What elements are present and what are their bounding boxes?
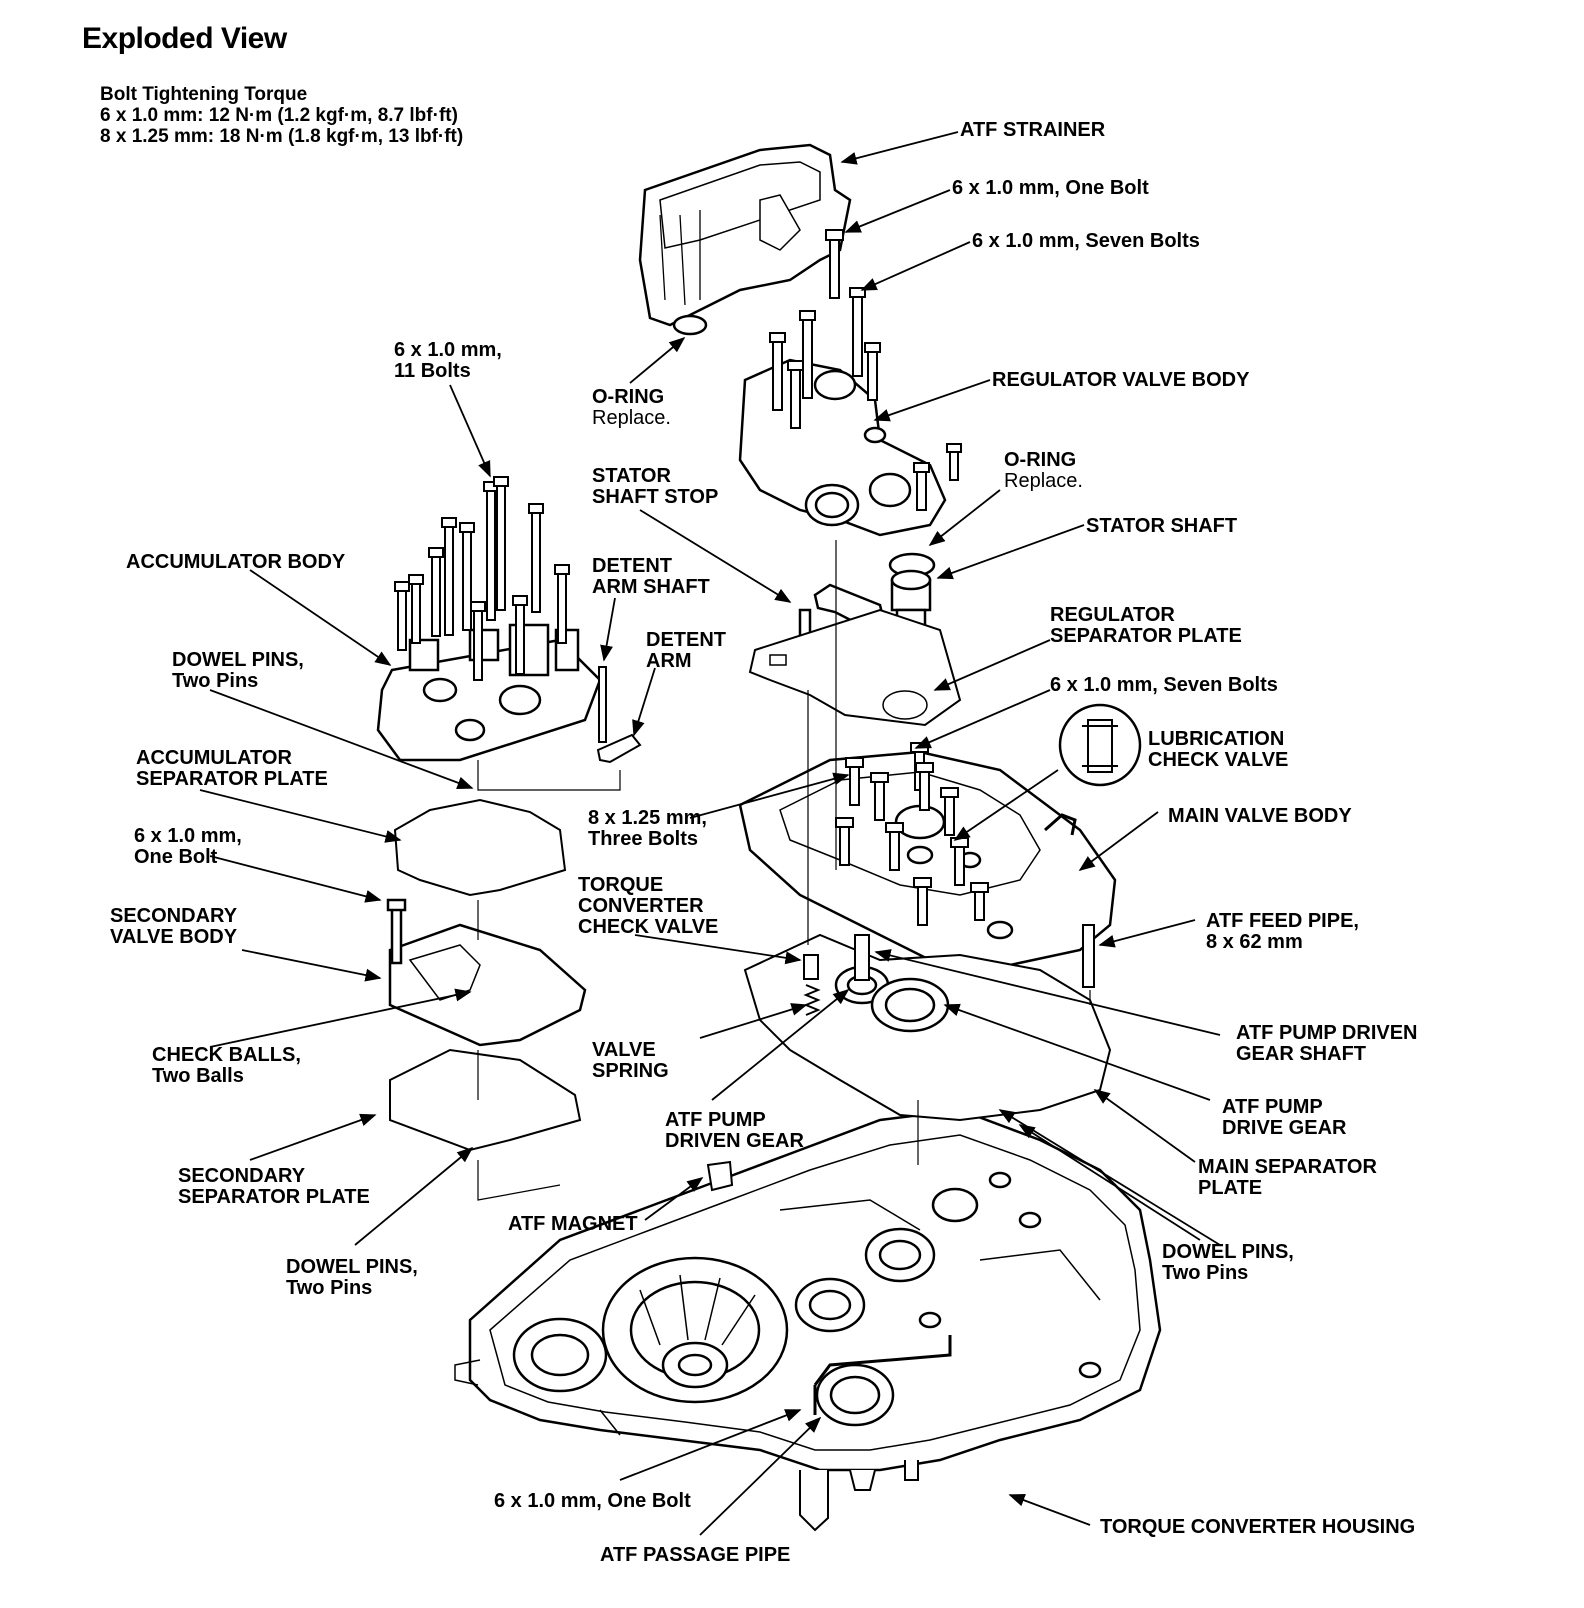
secondary-valve-body [386, 898, 587, 1047]
accumulator-separator-plate [393, 798, 567, 897]
label-dowel-pins-right: DOWEL PINS,Two Pins [1162, 1241, 1294, 1284]
lubrication-check-valve [1058, 703, 1142, 787]
secondary-separator-plate [389, 1048, 582, 1152]
main-valve-body-pipe [1044, 813, 1077, 836]
page-title: Exploded View [82, 22, 287, 55]
regulator-separator-plate [748, 608, 962, 727]
label-bolts-8x125: 8 x 1.25 mm,Three Bolts [588, 807, 707, 850]
label-bolt-secondary: 6 x 1.0 mm,One Bolt [134, 825, 242, 868]
torque-converter-check-valve [803, 954, 819, 980]
main-valve-body [738, 750, 1117, 967]
label-bolts-regulator: 6 x 1.0 mm, Seven Bolts [972, 230, 1200, 252]
label-dowel-pins-top: DOWEL PINS,Two Pins [172, 649, 304, 692]
torque-spec-line-2: 8 x 1.25 mm: 18 N·m (1.8 kgf·m, 13 lbf·f… [100, 126, 464, 147]
leader-lines [199, 131, 1221, 1536]
label-atf-magnet: ATF MAGNET [508, 1213, 638, 1235]
valve-spring [803, 984, 821, 1016]
detent-arm [596, 733, 642, 764]
label-stator-shaft: STATOR SHAFT [1086, 515, 1238, 537]
alignment-lines [477, 540, 1091, 1201]
atf-magnet [706, 1160, 734, 1192]
accumulator-body [376, 623, 602, 762]
label-check-balls: CHECK BALLS,Two Balls [152, 1044, 301, 1087]
regulator-bolts [769, 229, 962, 511]
label-accumulator-body: ACCUMULATOR BODY [126, 551, 346, 573]
atf-pump-drive-gear [870, 977, 950, 1033]
label-bolts-accumulator: 6 x 1.0 mm,11 Bolts [394, 339, 502, 382]
detent-arm-shaft [598, 666, 607, 743]
label-bolt-strainer: 6 x 1.0 mm, One Bolt [952, 177, 1149, 199]
torque-spec: Bolt Tightening Torque 6 x 1.0 mm: 12 N·… [100, 84, 463, 147]
regulator-valve-body [738, 358, 947, 537]
label-atf-feed-pipe: ATF FEED PIPE,8 x 62 mm [1206, 910, 1359, 953]
label-atf-passage-pipe: ATF PASSAGE PIPE [600, 1544, 791, 1566]
atf-feed-pipe [1082, 924, 1095, 988]
label-bolt-pipe: 6 x 1.0 mm, One Bolt [494, 1490, 691, 1512]
label-main-valve-body: MAIN VALVE BODY [1168, 805, 1352, 827]
label-bolts-main: 6 x 1.0 mm, Seven Bolts [1050, 674, 1278, 696]
atf-strainer [638, 143, 852, 336]
main-valve-bolts [835, 742, 989, 926]
label-dowel-pins-bottom: DOWEL PINS,Two Pins [286, 1256, 418, 1299]
accumulator-bolts [394, 476, 570, 681]
torque-spec-heading: Bolt Tightening Torque [100, 84, 308, 105]
atf-pump-driven-gear-shaft [854, 934, 870, 981]
label-torque-converter-housing: TORQUE CONVERTER HOUSING [1100, 1516, 1416, 1538]
torque-converter-housing [454, 1108, 1162, 1532]
label-atf-strainer: ATF STRAINER [960, 119, 1106, 141]
label-regulator-valve-body: REGULATOR VALVE BODY [992, 369, 1250, 391]
torque-spec-line-1: 6 x 1.0 mm: 12 N·m (1.2 kgf·m, 8.7 lbf·f… [100, 105, 458, 126]
